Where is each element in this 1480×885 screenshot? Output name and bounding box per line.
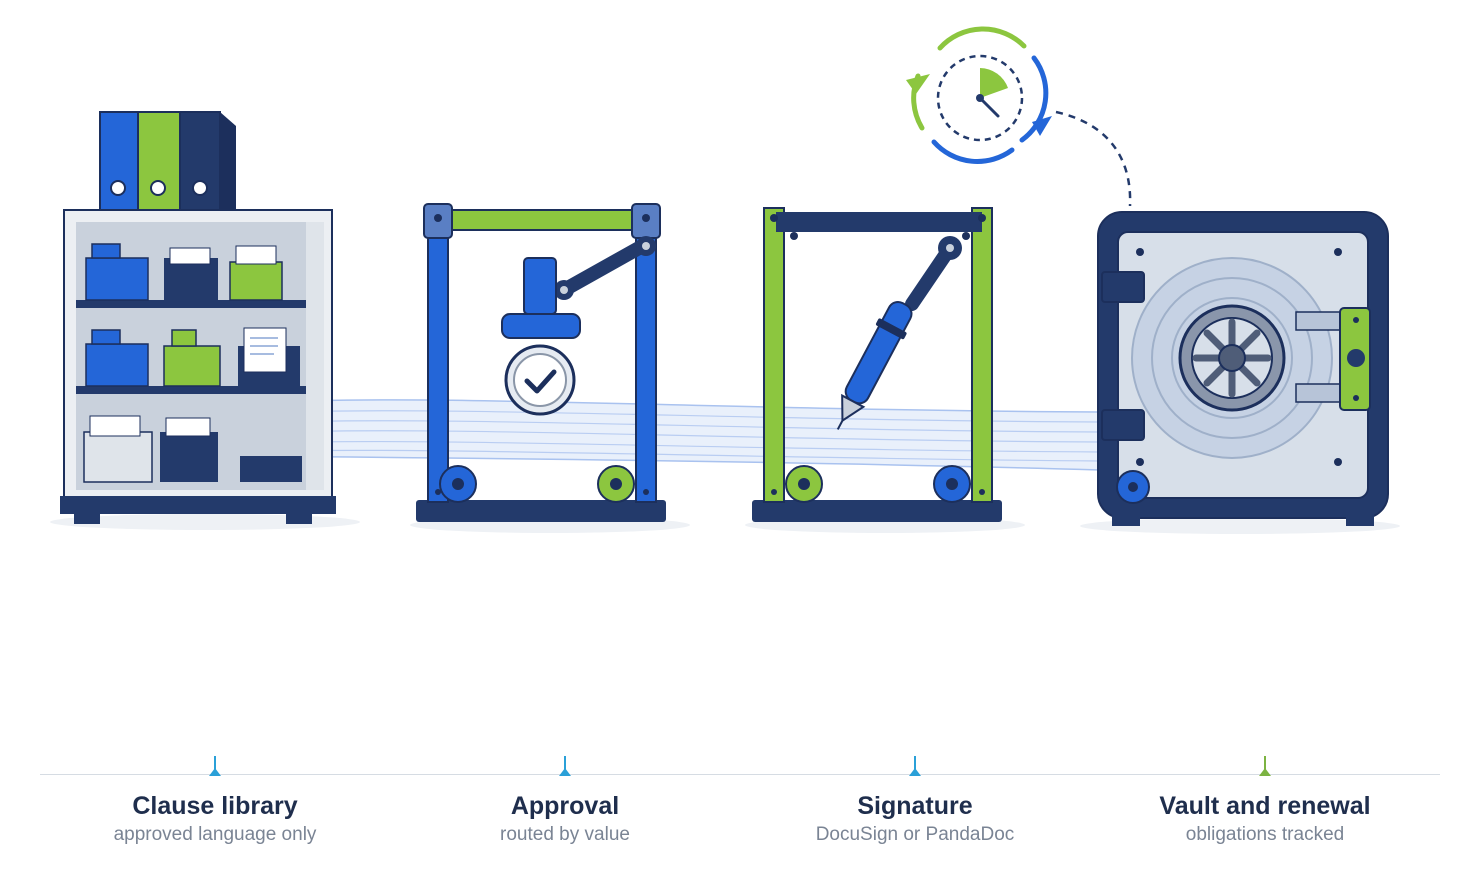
stage-subtitle: obligations tracked	[1185, 824, 1345, 845]
approval-stamp-icon	[416, 203, 666, 522]
timeline-marker-icon	[559, 756, 571, 776]
stage-subtitle: approved language only	[113, 824, 317, 845]
pipeline-illustration	[50, 26, 1400, 534]
pen-press-icon	[752, 207, 1002, 522]
vault-safe-icon	[1097, 211, 1389, 526]
stage-title: Approval	[510, 792, 620, 820]
stage-vault-and-renewal: Vault and renewal obligations tracked	[1095, 756, 1435, 846]
renewal-clock-icon	[906, 26, 1132, 207]
stage-signature: Signature DocuSign or PandaDoc	[745, 756, 1085, 846]
stage-title: Clause library	[132, 792, 298, 820]
stage-title: Signature	[857, 792, 973, 820]
timeline-marker-icon	[1259, 756, 1271, 776]
timeline-axis	[40, 774, 1440, 775]
stage-subtitle: routed by value	[500, 824, 630, 845]
stage-approval: Approval routed by value	[395, 756, 735, 846]
stage-title: Vault and renewal	[1159, 792, 1371, 820]
stage-subtitle: DocuSign or PandaDoc	[815, 824, 1015, 845]
timeline-marker-icon	[909, 756, 921, 776]
timeline-marker-icon	[209, 756, 221, 776]
document-stream	[221, 399, 1101, 471]
bookshelf-icon	[60, 111, 336, 524]
stage-clause-library: Clause library approved language only	[45, 756, 385, 846]
